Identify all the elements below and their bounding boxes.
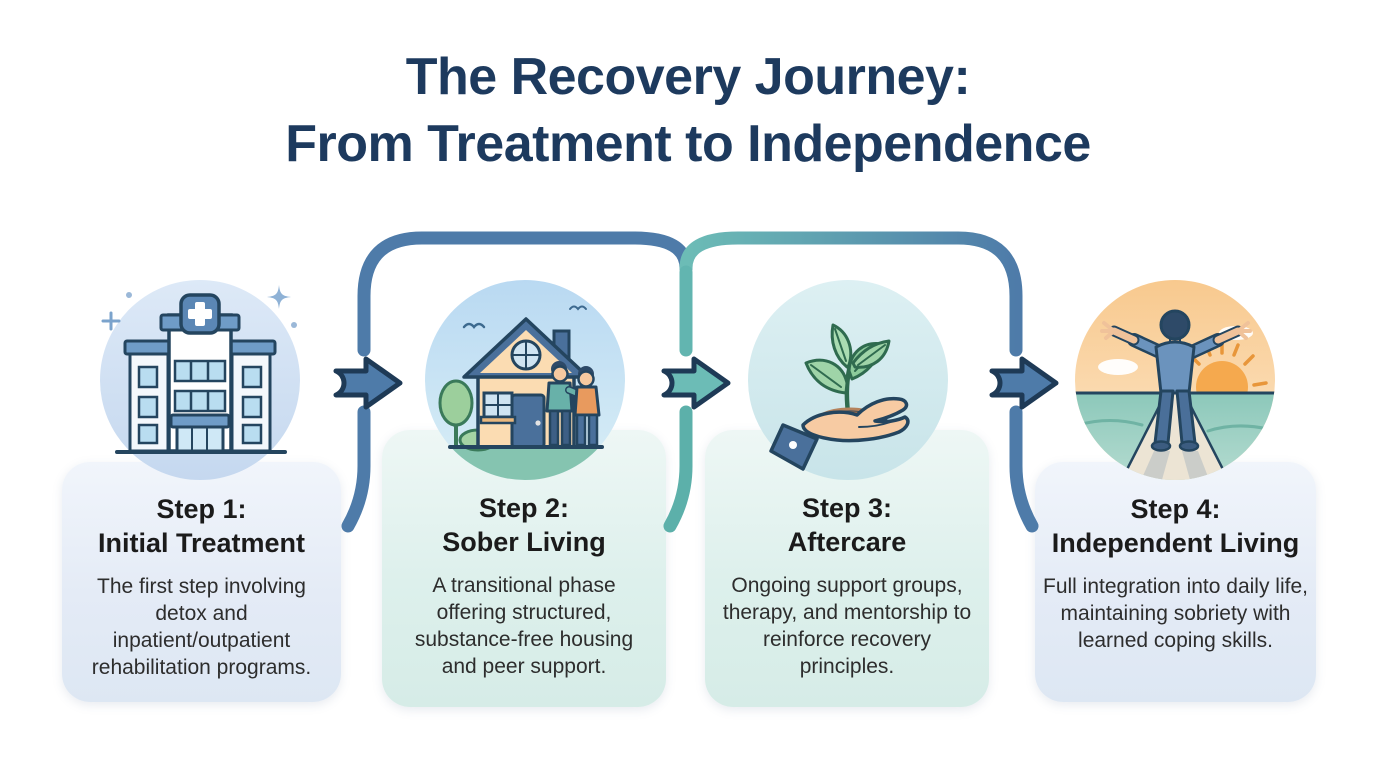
bracket-right-lower-flare xyxy=(1009,405,1039,533)
step-4-name: Independent Living xyxy=(1051,528,1300,558)
step-4-description: Full integration into daily life, mainta… xyxy=(1043,575,1308,652)
step-2-label: Step 2: xyxy=(478,493,570,523)
step-4-illustration xyxy=(1070,275,1280,485)
sunrise-person-icon xyxy=(1075,280,1275,480)
step-3-name: Aftercare xyxy=(787,527,907,557)
bracket-middle-lower-flare xyxy=(663,405,693,533)
step-card-1: Step 1: Initial Treatment The first step… xyxy=(62,462,341,702)
step-3-label: Step 3: xyxy=(801,493,893,523)
step-1-name: Initial Treatment xyxy=(97,528,306,558)
step-1-label: Step 1: xyxy=(156,494,247,524)
step-1-description: The first step involving detox and inpat… xyxy=(91,575,312,679)
step-2-description: A transitional phase offering structured… xyxy=(414,574,634,678)
arrow-step1-to-step2-icon xyxy=(333,356,403,410)
bracket-left-lower-flare xyxy=(341,405,371,533)
step-3-description: Ongoing support groups, therapy, and men… xyxy=(722,574,972,678)
hospital-icon xyxy=(100,280,300,480)
arrow-step2-to-step3-icon xyxy=(661,356,731,410)
step-3-illustration xyxy=(743,275,953,485)
page-title-line-1: The Recovery Journey: xyxy=(405,48,971,106)
step-2-name: Sober Living xyxy=(442,527,606,557)
page-title-line-2: From Treatment to Independence xyxy=(285,115,1091,173)
step-4-label: Step 4: xyxy=(1130,494,1221,524)
step-card-4: Step 4: Independent Living Full integrat… xyxy=(1035,462,1316,702)
sober-living-house-icon xyxy=(425,280,625,480)
step-2-illustration xyxy=(420,275,630,485)
page-title: The Recovery Journey: From Treatment to … xyxy=(0,44,1376,178)
arrow-step3-to-step4-icon xyxy=(989,356,1059,410)
step-1-illustration xyxy=(95,275,305,485)
hand-sprout-icon xyxy=(748,280,948,480)
